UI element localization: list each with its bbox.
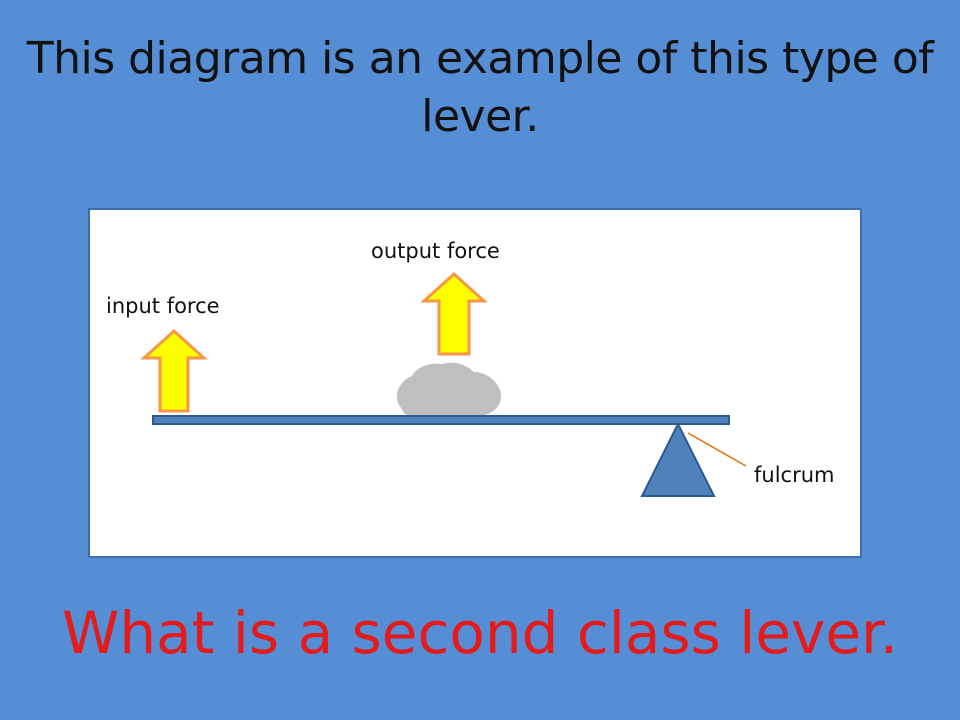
fulcrum-leader-line — [687, 432, 747, 467]
lever-diagram-canvas: input force output force fulcrum — [106, 239, 834, 497]
rock-load — [396, 362, 502, 418]
input-force-arrow — [140, 328, 208, 413]
lever-diagram: input force output force fulcrum — [88, 208, 862, 558]
fulcrum-triangle — [640, 421, 716, 497]
input-force-label: input force — [106, 294, 220, 318]
lever-bar — [152, 415, 730, 425]
output-force-arrow — [420, 271, 488, 356]
output-force-label: output force — [371, 239, 500, 263]
fulcrum-label: fulcrum — [754, 463, 834, 487]
answer-text: What is a second class lever. — [61, 599, 899, 667]
slide-title: This diagram is an example of this type … — [26, 33, 934, 142]
